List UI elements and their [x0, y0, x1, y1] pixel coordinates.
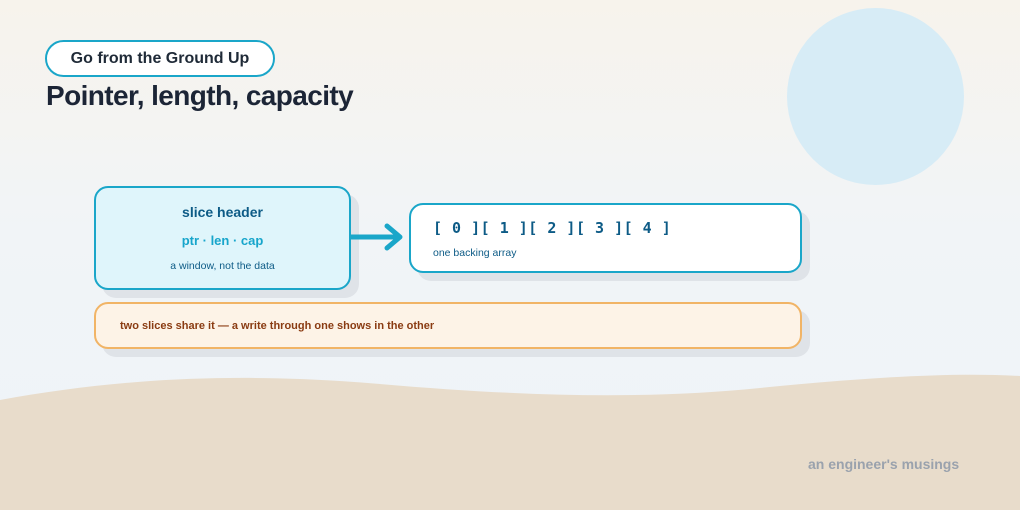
background-dunes [0, 374, 1020, 510]
series-tag: Go from the Ground Up [45, 40, 275, 77]
pointer-arrow [349, 223, 403, 251]
backing-array-note: one backing array [433, 247, 517, 259]
background-sun [787, 8, 964, 185]
slice-header-fields: ptr · len · cap [181, 233, 264, 248]
shared-note-text: two slices share it — a write through on… [120, 319, 435, 332]
backing-array-cells: [ 0 ][ 1 ][ 2 ][ 3 ][ 4 ] [433, 219, 672, 237]
page-title: Pointer, length, capacity [46, 80, 354, 111]
slice-header-title: slice header [182, 204, 263, 220]
shared-note-box: two slices share it — a write through on… [94, 302, 802, 349]
slice-header-box: slice header ptr · len · cap a window, n… [94, 186, 351, 290]
backing-array-box: [ 0 ][ 1 ][ 2 ][ 3 ][ 4 ] one backing ar… [409, 203, 802, 273]
slice-header-note: a window, not the data [170, 260, 275, 272]
footer-credit: an engineer's musings [808, 456, 960, 472]
